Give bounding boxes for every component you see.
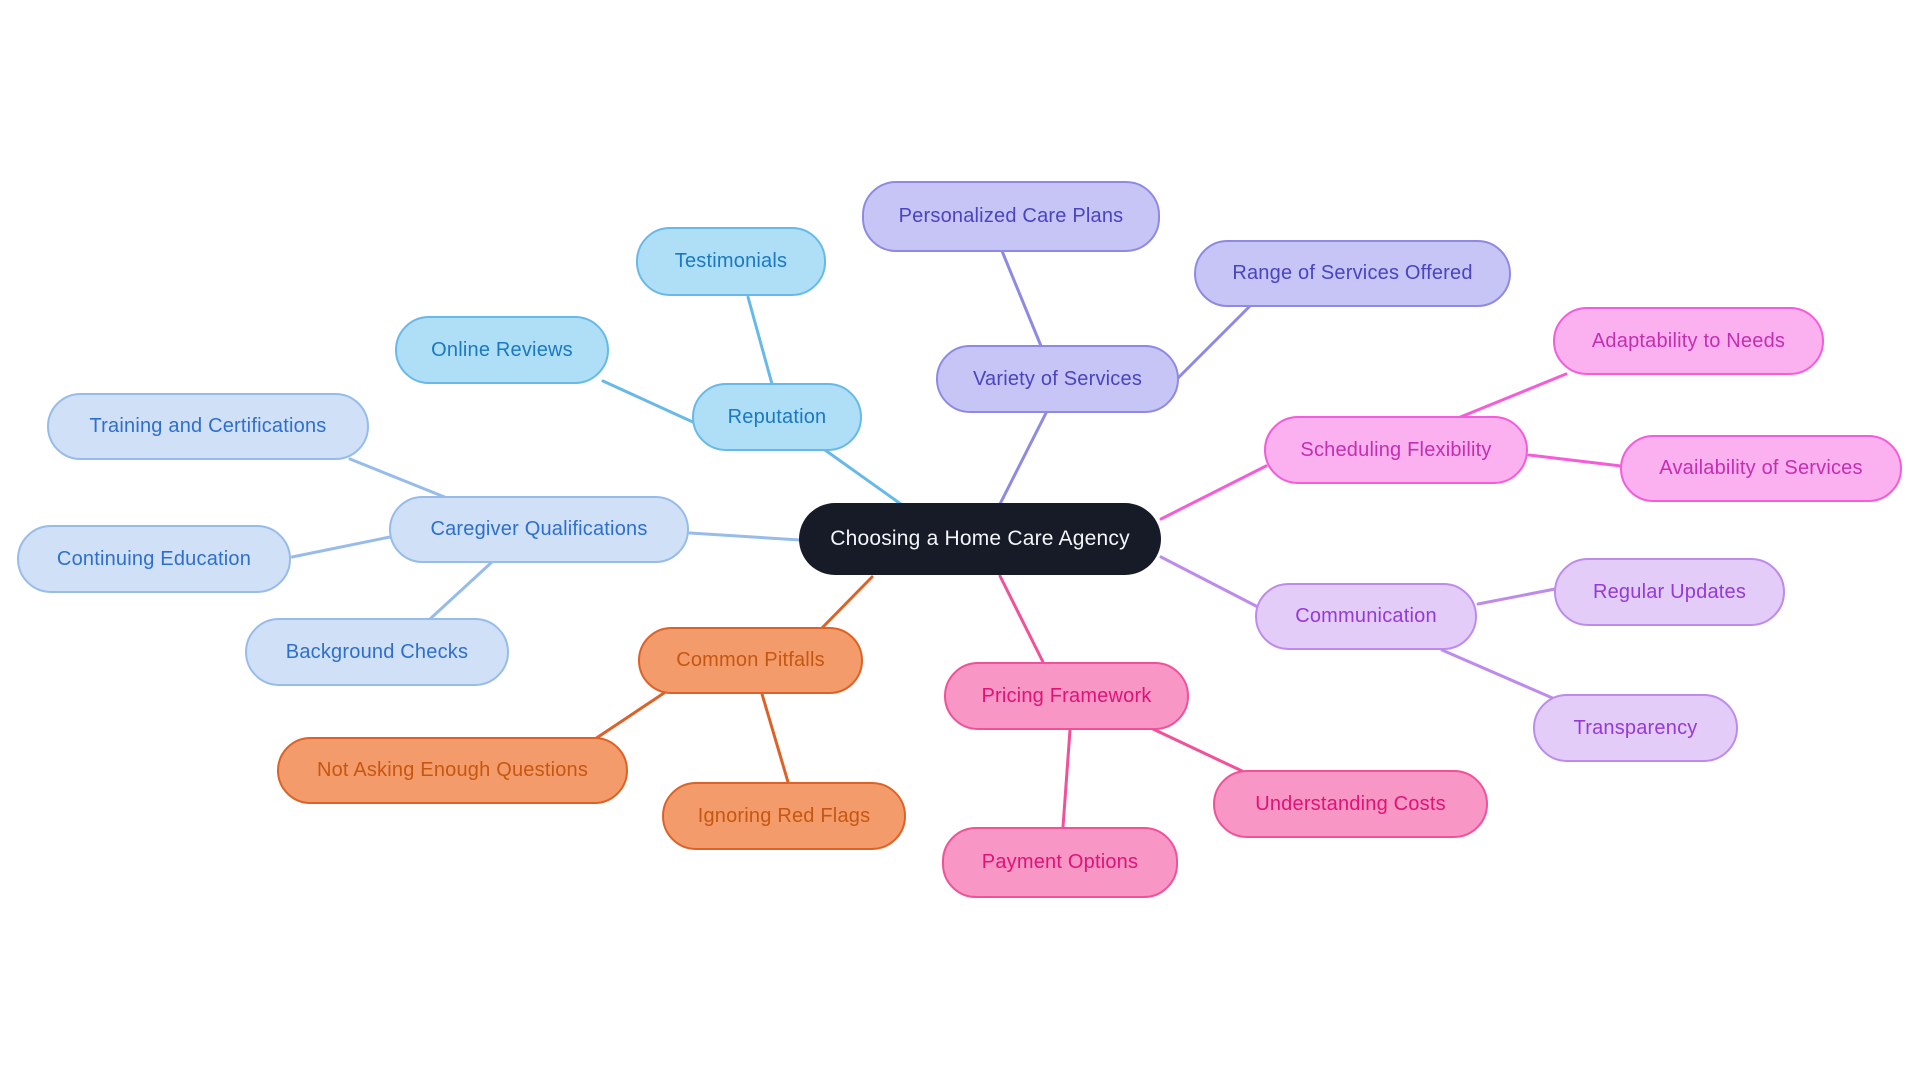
edge-caregiver-background [428, 560, 494, 621]
edge-pricing-payment-options [1061, 728, 1072, 829]
edge-central-communication [1159, 555, 1258, 608]
edge-reputation-online-reviews [601, 379, 697, 425]
edge-scheduling-adaptability [1456, 372, 1568, 420]
node-range-of-services-offered[interactable]: Range of Services Offered [1194, 240, 1511, 307]
edge-communication-regular-updates [1476, 587, 1557, 606]
node-understanding-costs[interactable]: Understanding Costs [1213, 770, 1488, 838]
node-common-pitfalls[interactable]: Common Pitfalls [638, 627, 863, 694]
node-not-asking-enough-questions[interactable]: Not Asking Enough Questions [277, 737, 628, 804]
node-pricing-framework[interactable]: Pricing Framework [944, 662, 1189, 730]
edge-scheduling-availability [1527, 453, 1623, 468]
edge-variety-personalized [1000, 249, 1043, 348]
node-caregiver-qualifications[interactable]: Caregiver Qualifications [389, 496, 689, 563]
node-personalized-care-plans[interactable]: Personalized Care Plans [862, 181, 1160, 252]
edge-pricing-understanding-costs [1151, 727, 1244, 773]
node-training-and-certifications[interactable]: Training and Certifications [47, 393, 369, 460]
node-background-checks[interactable]: Background Checks [245, 618, 509, 686]
edge-reputation-testimonials [746, 295, 774, 386]
edge-central-scheduling [1159, 464, 1268, 521]
node-reputation[interactable]: Reputation [692, 383, 862, 451]
edge-communication-transparency [1440, 648, 1566, 705]
edge-variety-range [1176, 304, 1252, 380]
node-communication[interactable]: Communication [1255, 583, 1477, 650]
edge-caregiver-training [348, 457, 454, 502]
node-testimonials[interactable]: Testimonials [636, 227, 826, 296]
node-payment-options[interactable]: Payment Options [942, 827, 1178, 898]
node-scheduling-flexibility[interactable]: Scheduling Flexibility [1264, 416, 1528, 484]
node-central-topic[interactable]: Choosing a Home Care Agency [799, 503, 1161, 575]
edge-central-caregiver-qualifications [688, 531, 802, 542]
node-variety-of-services[interactable]: Variety of Services [936, 345, 1179, 413]
edge-central-reputation [823, 448, 907, 509]
edge-central-variety [998, 411, 1048, 506]
node-continuing-education[interactable]: Continuing Education [17, 525, 291, 593]
node-ignoring-red-flags[interactable]: Ignoring Red Flags [662, 782, 906, 850]
edge-pitfalls-not-asking [593, 691, 666, 741]
edge-pitfalls-ignoring-red-flags [760, 692, 790, 784]
node-availability-of-services[interactable]: Availability of Services [1620, 435, 1902, 502]
node-regular-updates[interactable]: Regular Updates [1554, 558, 1785, 626]
node-online-reviews[interactable]: Online Reviews [395, 316, 609, 384]
node-adaptability-to-needs[interactable]: Adaptability to Needs [1553, 307, 1824, 375]
node-transparency[interactable]: Transparency [1533, 694, 1738, 762]
edge-central-pricing [998, 574, 1045, 664]
edge-central-common-pitfalls [818, 575, 874, 632]
edge-caregiver-continuing [290, 535, 392, 559]
